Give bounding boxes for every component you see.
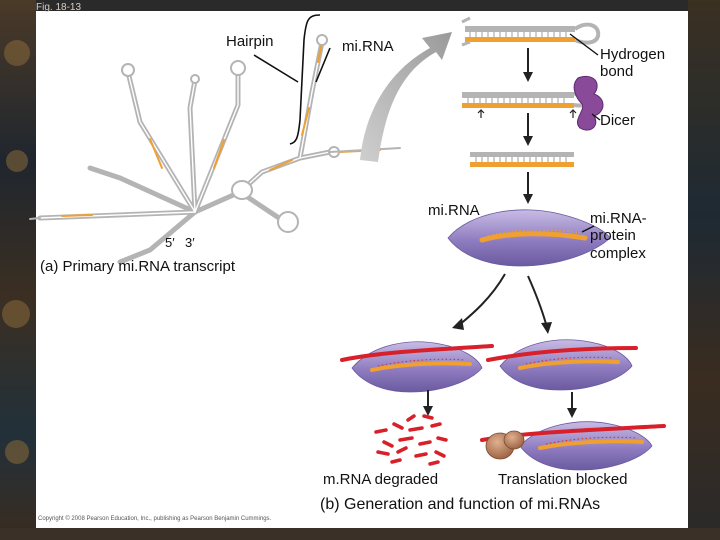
hydrogen-bond-label: Hydrogen bond	[600, 46, 666, 80]
dicer-label: Dicer	[600, 112, 636, 129]
arrow-down-3	[523, 172, 533, 204]
arrow-down-1	[523, 48, 533, 82]
dicer-pointer	[591, 113, 601, 121]
translation-blocked-label: Translation blocked	[498, 471, 628, 488]
arrow-down-left	[423, 390, 433, 416]
arrow-down-right	[567, 392, 577, 418]
mrna-degraded-label: m.RNA degraded	[323, 471, 439, 488]
complex-on-mrna-left	[340, 341, 494, 393]
background-left-border	[0, 0, 36, 540]
hairpin-duplex-stage-2	[462, 89, 592, 108]
background-right-border	[688, 0, 720, 540]
hairpin-bracket	[253, 14, 331, 145]
ribosome	[485, 430, 525, 460]
panel-a-caption: (a) Primary mi.RNA transcript	[40, 258, 236, 275]
dicer-enzyme	[573, 76, 604, 131]
mirna-protein-complex-label: mi.RNA- protein complex	[590, 210, 647, 262]
complex-on-mrna-right	[486, 339, 638, 391]
arrow-down-2	[523, 113, 533, 146]
degraded-mrna-fragments	[374, 414, 448, 466]
figure-tag: Fig. 18-13	[36, 2, 82, 13]
complex-pointer	[581, 225, 595, 233]
mirna-duplex	[470, 152, 574, 167]
five-prime-label: 5′	[165, 235, 175, 250]
panel-b-caption: (b) Generation and function of mi.RNAs	[320, 496, 601, 513]
copyright-notice: Copyright © 2008 Pearson Education, Inc.…	[38, 516, 272, 522]
mirna-label-mid: mi.RNA	[428, 202, 480, 219]
big-process-arrow	[360, 32, 452, 162]
translation-blocked-complex	[480, 421, 666, 471]
hairpin-duplex-stage-1	[461, 16, 601, 47]
hydrogen-bond-pointer	[569, 33, 599, 56]
three-prime-label: 3′	[185, 235, 195, 250]
branch-arrows	[457, 273, 547, 327]
hairpin-label: Hairpin	[226, 33, 274, 50]
mirna-label-top: mi.RNA	[342, 38, 394, 55]
mirna-protein-complex	[447, 209, 611, 267]
cut-marks	[477, 109, 577, 118]
primary-mirna-transcript	[29, 34, 401, 265]
background-bottom-border	[0, 528, 720, 540]
